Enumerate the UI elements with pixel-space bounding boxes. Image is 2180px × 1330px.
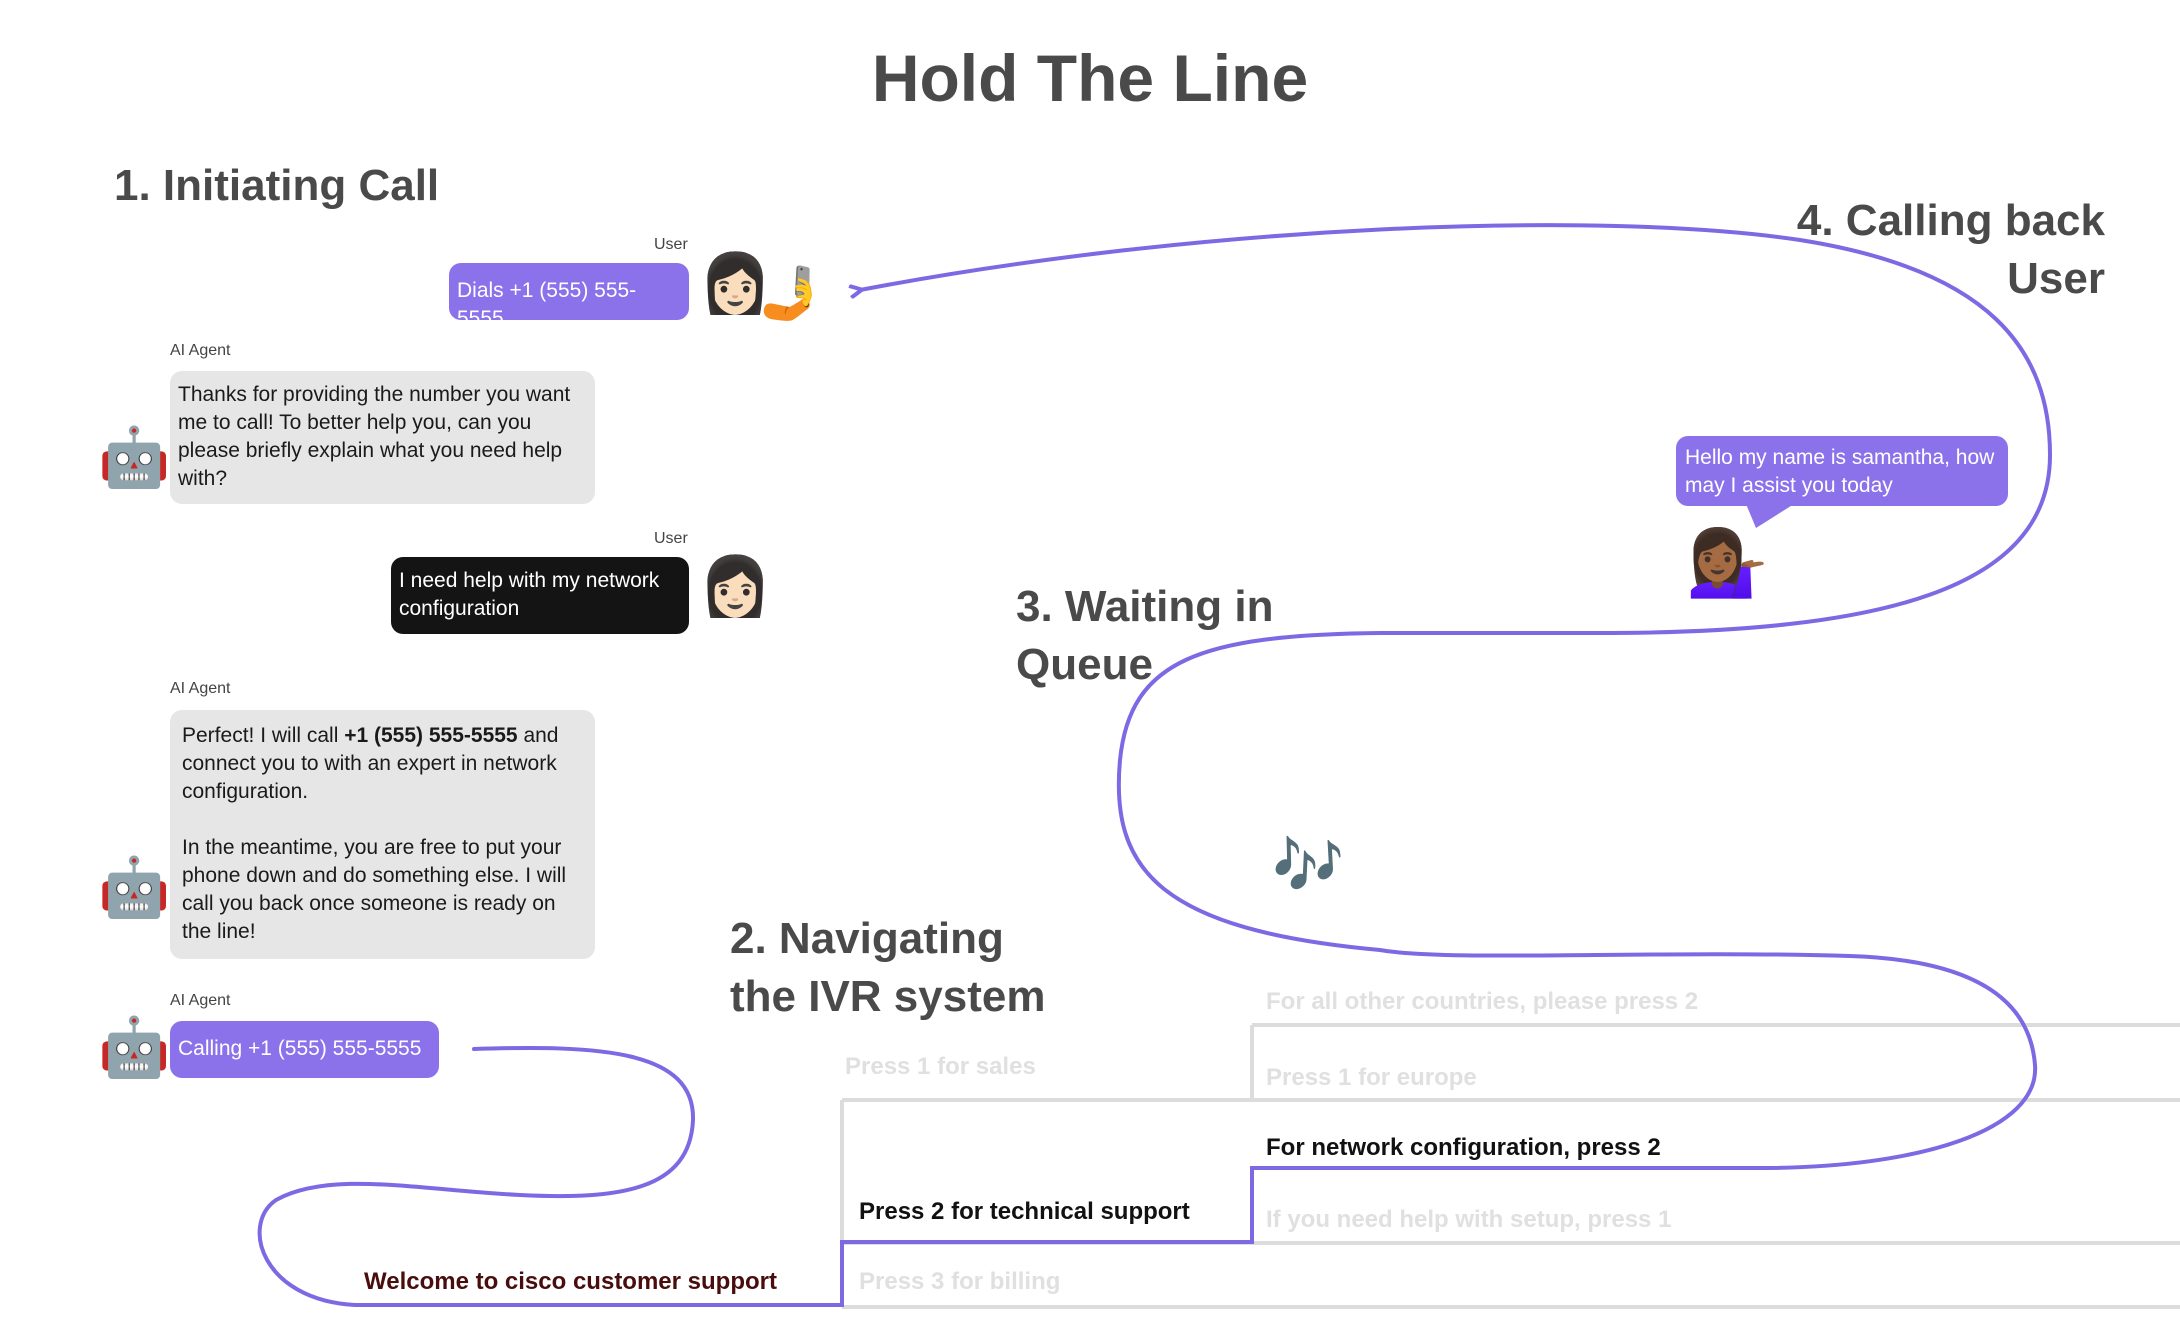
ivr-option-setup: If you need help with setup, press 1 [1266,1206,1672,1233]
woman-icon: 👩🏻 [699,249,772,317]
ivr-option-europe: Press 1 for europe [1266,1064,1477,1091]
chat-bubble-agent-confirm: Perfect! I will call +1 (555) 555-5555 a… [170,710,595,959]
ivr-option-network-configuration: For network configuration, press 2 [1266,1134,1661,1161]
section-heading-navigating: 2. Navigating the IVR system [730,910,1045,1026]
sender-label-user: User [654,236,688,253]
page-title: Hold The Line [871,41,1309,115]
robot-icon: 🤖 [98,423,171,491]
chat-bubble-user-dial: Dials +1 (555) 555-5555 [449,263,689,330]
section-heading-calling-back-line2: User [2007,254,2105,303]
section-heading-waiting-line2: Queue [1016,640,1153,689]
mobile-phone-icon: 🤳 [758,264,823,324]
section-heading-waiting: 3. Waiting in Queue [1016,578,1273,694]
section-heading-calling-back-line1: 4. Calling back [1796,196,2105,245]
section-heading-initiating: 1. Initiating Call [114,161,440,210]
agent-confirm-paragraph-2: In the meantime, you are free to put you… [182,836,567,943]
agent-confirm-text-a: Perfect! I will call [182,724,345,747]
sender-label-ai-agent: AI Agent [170,992,231,1009]
flow-path [257,223,2053,1307]
music-notes-icon: 🎶 [1272,831,1345,899]
robot-icon: 🤖 [98,1013,171,1081]
section-heading-waiting-line1: 3. Waiting in [1016,582,1274,631]
agent-confirm-paragraph-1: Perfect! I will call +1 (555) 555-5555 a… [182,722,583,806]
agent-confirm-phone-number: +1 (555) 555-5555 [344,724,518,747]
section-heading-navigating-line1: 2. Navigating [730,914,1004,963]
agent-confirm-text-b: and connect you to with an expert in net… [182,724,559,803]
robot-icon: 🤖 [98,853,171,921]
ivr-option-other-countries: For all other countries, please press 2 [1266,988,1699,1015]
ivr-welcome-label: Welcome to cisco customer support [364,1268,777,1295]
speech-bubble-tail [1746,504,1794,528]
section-heading-calling-back: 4. Calling back User [1700,192,2105,308]
ivr-option-technical-support: Press 2 for technical support [859,1198,1190,1225]
sender-label-ai-agent: AI Agent [170,342,231,359]
chat-bubble-user-need-help: I need help with my network configuratio… [391,557,689,634]
woman-tipping-hand-icon: 💁🏾‍♀️ [1686,524,1769,601]
ivr-option-sales: Press 1 for sales [845,1053,1036,1080]
woman-icon: 👩🏻 [699,552,772,620]
sender-label-user: User [654,530,688,547]
callback-speech-bubble: Hello my name is samantha, how may I ass… [1676,436,2008,528]
chat-bubble-agent-ask: Thanks for providing the number you want… [170,371,595,504]
chat-bubble-agent-calling: Calling +1 (555) 555-5555 [170,1021,439,1078]
callback-bubble-text: Hello my name is samantha, how may I ass… [1676,436,2008,506]
ivr-option-billing: Press 3 for billing [859,1268,1061,1295]
paragraph-spacer [182,806,583,834]
sender-label-ai-agent: AI Agent [170,680,231,697]
section-heading-navigating-line2: the IVR system [730,972,1046,1021]
